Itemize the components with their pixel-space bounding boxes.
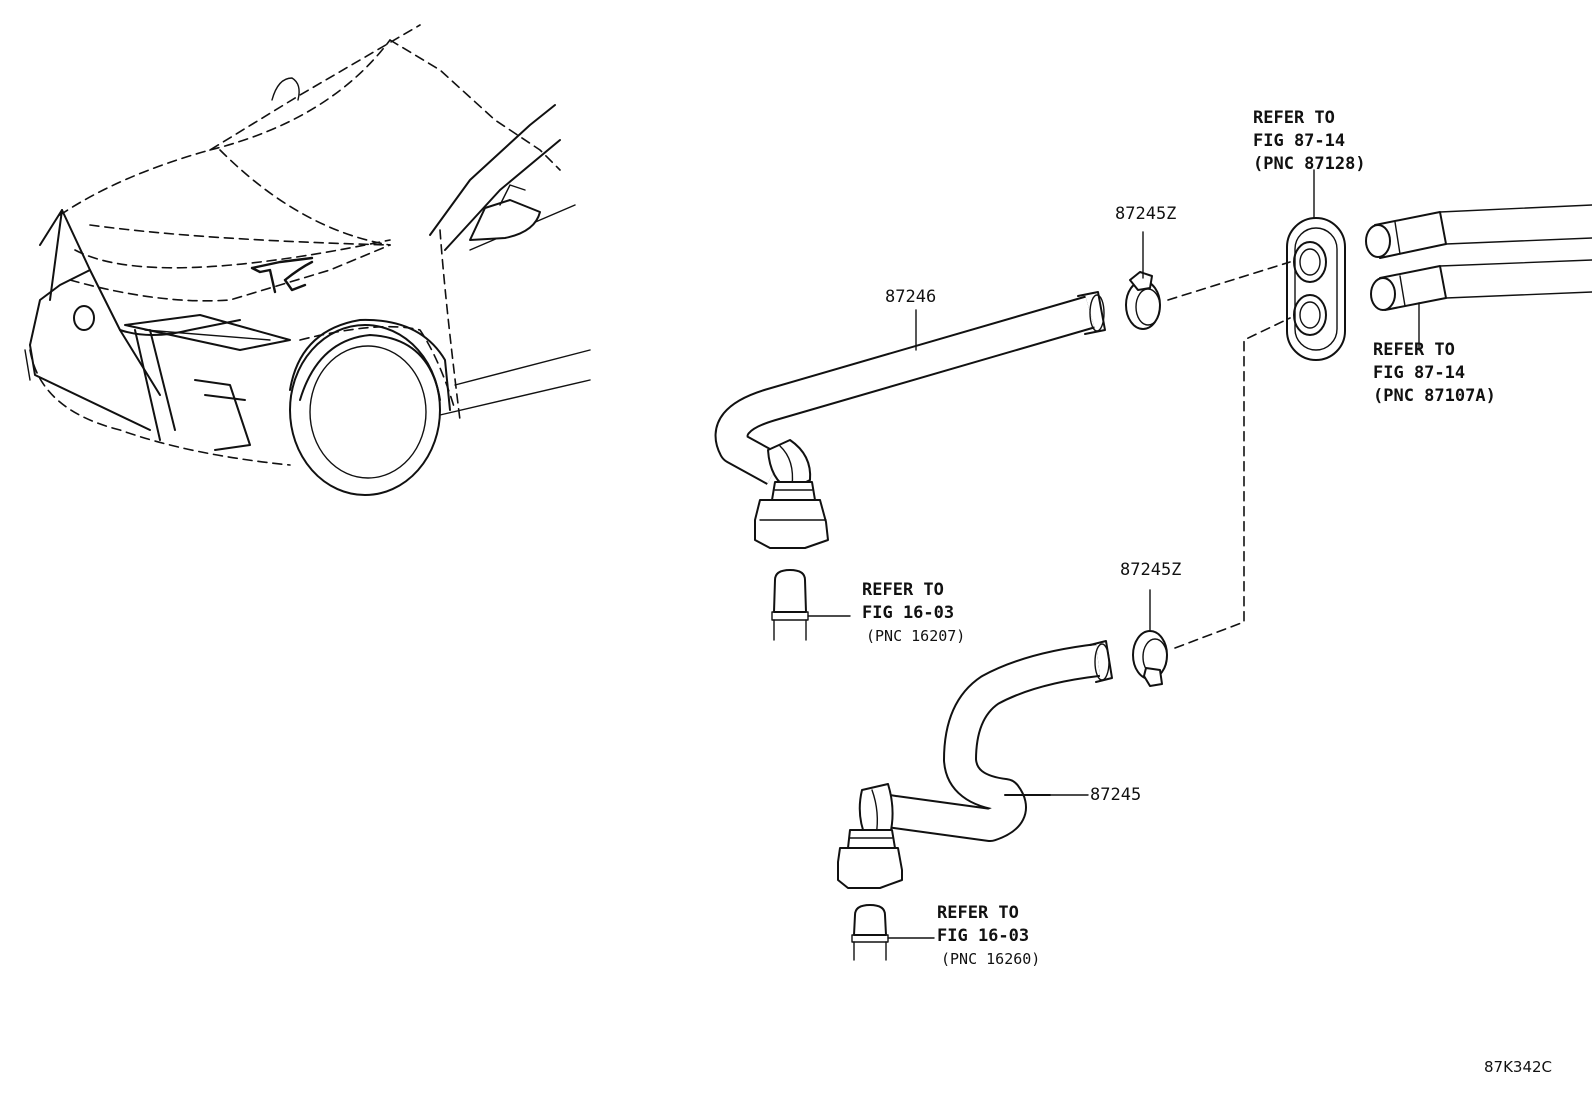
refer-pipes[interactable]: REFER TO FIG 87-14 (PNC 87107A) — [1373, 340, 1496, 406]
grommet — [1286, 169, 1346, 361]
refer-grommet[interactable]: REFER TO FIG 87-14 (PNC 87128) — [1253, 108, 1366, 174]
svg-text:(PNC 87128): (PNC 87128) — [1253, 154, 1366, 174]
svg-text:REFER TO: REFER TO — [1373, 340, 1455, 360]
svg-text:REFER TO: REFER TO — [1253, 108, 1335, 128]
svg-text:(PNC 87107A): (PNC 87107A) — [1373, 386, 1496, 406]
svg-text:FIG 16-03: FIG 16-03 — [862, 603, 954, 623]
label-87246: 87246 — [885, 287, 936, 307]
svg-text:FIG 87-14: FIG 87-14 — [1373, 363, 1465, 383]
figure-code: 87K342C — [1484, 1058, 1552, 1076]
label-clamp-upper: 87245Z — [1115, 204, 1176, 224]
routing-line-upper — [1167, 261, 1291, 301]
refer-lower-outlet[interactable]: REFER TO FIG 16-03 (PNC 16260) — [937, 903, 1040, 968]
label-clamp-lower: 87245Z — [1120, 560, 1181, 580]
svg-text:FIG 87-14: FIG 87-14 — [1253, 131, 1345, 151]
refer-upper-outlet[interactable]: REFER TO FIG 16-03 (PNC 16207) — [862, 580, 965, 645]
hose-87245[interactable] — [837, 640, 1113, 889]
routing-line-lower — [1174, 317, 1291, 649]
clamp-lower[interactable] — [1132, 589, 1168, 687]
label-87245: 87245 — [1090, 785, 1141, 805]
supply-pipes — [1365, 204, 1592, 351]
outlet-pipe-lower — [851, 904, 935, 961]
svg-text:REFER TO: REFER TO — [937, 903, 1019, 923]
svg-text:REFER TO: REFER TO — [862, 580, 944, 600]
svg-text:(PNC 16207): (PNC 16207) — [866, 627, 965, 645]
svg-text:(PNC 16260): (PNC 16260) — [941, 950, 1040, 968]
outlet-pipe-upper — [771, 569, 851, 641]
vehicle-illustration — [24, 24, 591, 496]
svg-text:FIG 16-03: FIG 16-03 — [937, 926, 1029, 946]
clamp-upper[interactable] — [1125, 231, 1161, 330]
hose-87246[interactable] — [714, 291, 1106, 549]
